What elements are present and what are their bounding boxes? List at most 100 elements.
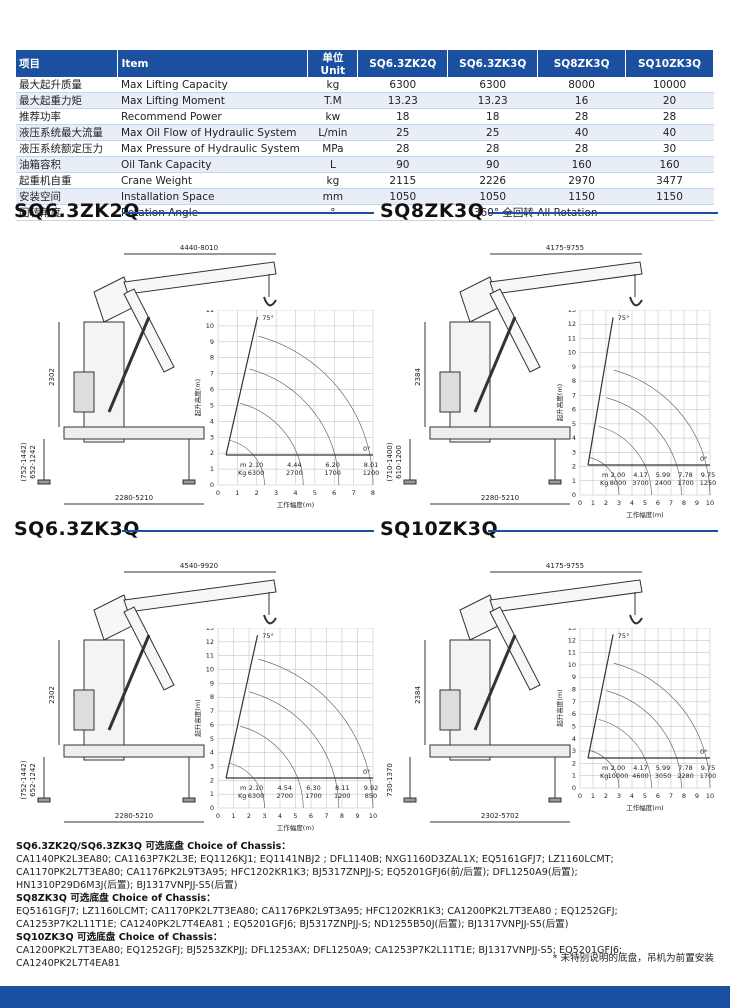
range-arc [613,662,711,789]
x-tick-label: 5 [293,812,297,820]
leg-dimension-2: 652-1242 [29,763,37,797]
load-capacity: 2700 [286,469,303,477]
leg-dimension: (752-1442) [20,442,28,481]
spec-cell-v3: 8000 [537,77,626,93]
range-arc [606,397,682,496]
reach-dimension: 4540-9920 [180,562,218,570]
spec-cell-v4: 160 [625,156,714,173]
x-tick-label: 0 [216,489,220,497]
spec-cell-v3: 2970 [537,172,626,189]
base-dimension: 2280-5210 [115,812,153,820]
load-radius: 7.78 [678,471,692,479]
chassis-line: CA1170PK2L7T3EA80; CA1176PK2L9T3A95; HFC… [16,867,578,878]
x-tick-label: 1 [235,489,239,497]
oil-tank [439,689,461,731]
spec-cell-v1: 90 [357,156,448,173]
load-capacity: 2280 [677,772,694,780]
crane-hook [629,614,643,625]
spec-cell-v3: 28 [537,108,626,125]
oil-tank [73,371,95,413]
crane-boom-joint [93,276,135,323]
y-tick-label: 2 [210,449,214,457]
spec-cell-unit: L/min [307,124,358,141]
y-tick-label: 7 [210,370,214,378]
header-model-1: SQ6.3ZK2Q [357,50,449,77]
load-capacity: 1700 [324,469,341,477]
leg-dimension-2: 652-1242 [29,445,37,479]
unit-kg: Kg [600,479,608,487]
spec-cell-unit: T.M [307,92,358,109]
header-model-2: SQ6.3ZK3Q [447,50,539,77]
title-underline [488,212,718,214]
top-bar [0,0,730,34]
range-arc [258,335,374,486]
height-dimension: 2302 [48,686,56,704]
y-tick-label: 8 [572,686,576,694]
x-tick-label: 8 [371,489,375,497]
y-tick-label: 0 [572,784,576,792]
boom-75deg [225,635,259,779]
y-tick-label: 6 [572,710,576,718]
reach-dimension: 4175-9755 [546,562,584,570]
spec-cell-cn: 最大起重力矩 [16,92,118,109]
crane-base [429,744,571,758]
angle-75-label: 75° [618,632,630,640]
range-arc [598,426,652,496]
chassis-line: CA1240PK2L7T4EA81 [16,958,121,969]
y-tick-label: 9 [572,673,576,681]
x-tick-label: 9 [355,812,359,820]
unit-m: m [240,461,246,469]
y-tick-label: 0 [572,491,576,499]
angle-75-label: 75° [618,314,630,322]
x-tick-label: 6 [309,812,313,820]
x-axis-label: 工作幅度(m) [277,500,314,509]
spec-cell-cn: 油箱容积 [16,156,118,173]
spec-cell-v3: 28 [537,140,626,157]
spec-cell-en: Recommend Power [117,108,308,125]
chassis-heading-3: SQ10ZK3Q 可选底盘 Choice of Chassis： [16,932,223,943]
header-model-3: SQ8ZK3Q [537,50,627,77]
y-tick-label: 2 [210,776,214,784]
boom-75deg [225,316,259,456]
range-arc [240,402,304,486]
range-arc [230,763,265,809]
header-item: Item [117,50,309,77]
range-arc [240,725,304,809]
boom-75deg [587,317,614,466]
crane-boom [489,579,643,613]
x-tick-label: 9 [695,792,699,800]
x-tick-label: 4 [293,489,297,497]
y-tick-label: 11 [206,310,214,314]
spec-cell-unit: kg [307,77,358,93]
x-axis-label: 工作幅度(m) [277,823,314,832]
x-tick-label: 2 [247,812,251,820]
range-arc [613,369,711,496]
spec-cell-v3: 1150 [537,188,626,205]
spec-table: 项目 Item 单位Unit SQ6.3ZK2Q SQ6.3ZK3Q SQ8ZK… [16,50,714,221]
y-tick-label: 1 [210,790,214,798]
crane-boom-joint [459,276,501,323]
angle-0-label: 0° [363,445,370,453]
leg-dimension: 730-1370 [386,763,394,797]
load-radius: 4.17 [633,764,647,772]
x-tick-label: 0 [216,812,220,820]
title-underline [122,530,374,532]
y-tick-label: 1 [572,477,576,485]
x-tick-label: 1 [231,812,235,820]
crane-boom-joint [93,594,135,641]
range-arc [598,719,652,789]
load-radius: 4.54 [278,784,292,792]
range-arc [249,368,340,486]
spec-cell-v4: 40 [625,124,714,141]
spec-cell-cn: 推荐功率 [16,108,118,125]
leg-dimension: (710-1400) [386,442,394,481]
load-capacity: 2400 [655,479,672,487]
crane-boom [123,579,277,613]
load-capacity: 2700 [276,792,293,800]
spec-cell-en: Oil Tank Capacity [117,156,308,173]
y-tick-label: 8 [572,377,576,385]
unit-kg: Kg [600,772,608,780]
